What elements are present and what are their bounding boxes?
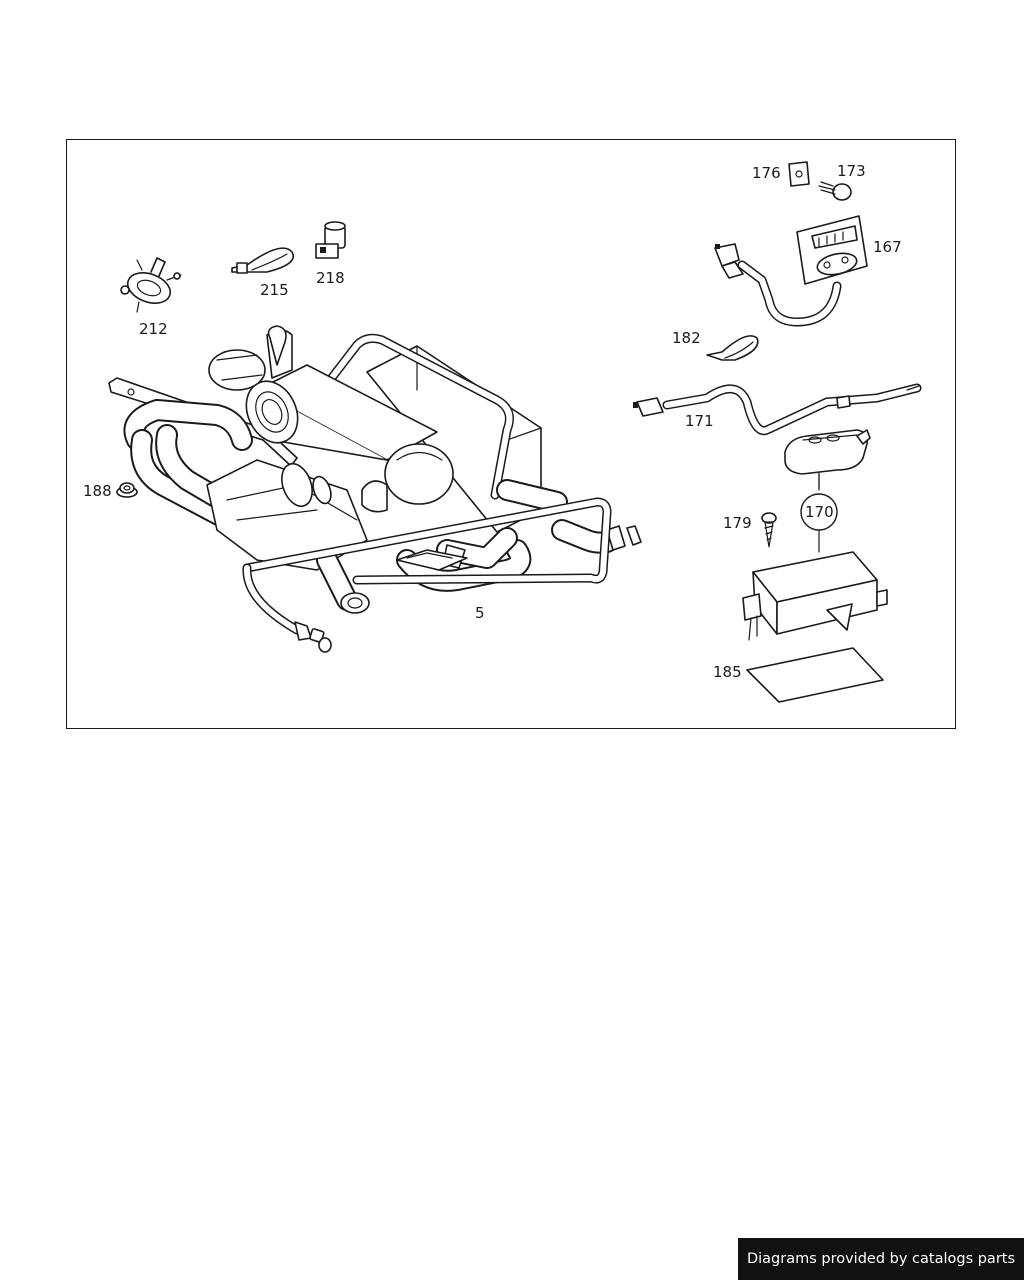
part-167-control-panel bbox=[714, 215, 868, 327]
heater-assembly-illustration bbox=[108, 325, 642, 653]
part-215-cable-tie bbox=[231, 247, 294, 274]
part-182-cable-tie bbox=[706, 335, 759, 361]
callout-212: 212 bbox=[139, 320, 168, 338]
callout-170: 170 bbox=[805, 503, 834, 521]
part-176-clip bbox=[788, 161, 810, 187]
part-188-grommet bbox=[116, 482, 138, 498]
part-171-antenna-cable bbox=[633, 383, 922, 436]
callout-182: 182 bbox=[672, 329, 701, 347]
part-173-screw bbox=[818, 181, 852, 201]
callout-218: 218 bbox=[316, 269, 345, 287]
callout-185: 185 bbox=[713, 663, 742, 681]
callout-167: 167 bbox=[873, 238, 902, 256]
parts-diagram: 5 167 170 171 173 176 179 182 185 188 21… bbox=[66, 139, 956, 729]
callout-170-circle bbox=[800, 493, 838, 531]
callout-179: 179 bbox=[723, 514, 752, 532]
credit-text: Diagrams provided by catalogs parts bbox=[746, 1251, 1016, 1267]
part-179-screw bbox=[761, 512, 777, 548]
callout-173: 173 bbox=[837, 162, 866, 180]
credit-banner: Diagrams provided by catalogs parts bbox=[738, 1238, 1024, 1280]
callout-176: 176 bbox=[752, 164, 781, 182]
callout-5: 5 bbox=[475, 604, 485, 622]
callout-215: 215 bbox=[260, 281, 289, 299]
part-218-connector bbox=[315, 221, 346, 259]
part-185-receiver bbox=[742, 529, 888, 703]
callout-171: 171 bbox=[685, 412, 714, 430]
exploded-view-drawing: 5 167 170 171 173 176 179 182 185 188 21… bbox=[83, 161, 922, 703]
callout-188: 188 bbox=[83, 482, 112, 500]
part-170-remote bbox=[784, 429, 871, 489]
part-212-clip bbox=[120, 257, 182, 313]
